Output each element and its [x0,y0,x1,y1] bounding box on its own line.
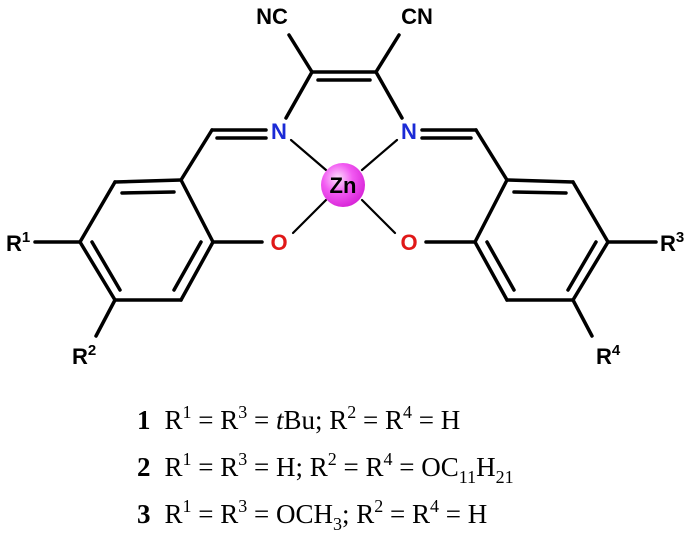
nitrogen-left-label: N [271,119,287,144]
r2-label: R2 [72,342,96,369]
nitrile-left-label: NC [256,4,288,29]
nitrogen-right-label: N [401,119,417,144]
coordination-bonds [289,138,399,235]
oxygen-left-label: O [270,230,287,255]
nitrile-right-label: CN [401,4,433,29]
r3-label: R3 [660,229,684,256]
zinc-atom: Zn [321,163,365,207]
r4-label: R4 [596,342,621,369]
zinc-label: Zn [330,173,357,198]
bond-skeleton [33,33,658,338]
oxygen-right-label: O [400,230,417,255]
r1-label: R1 [6,229,30,256]
zinc-sphere-icon [321,163,365,207]
